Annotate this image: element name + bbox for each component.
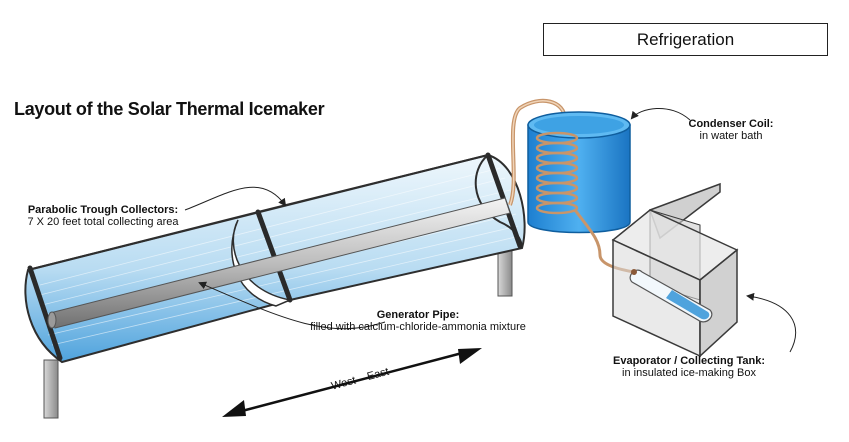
evaporator-label-detail: in insulated ice-making Box: [622, 367, 756, 379]
condenser-label-title: Condenser Coil:: [688, 118, 774, 130]
collectors-label-detail: 7 X 20 feet total collecting area: [27, 216, 179, 228]
condenser-leader: [630, 107, 691, 121]
condenser-coil: [535, 131, 579, 215]
collectors-label-title: Parabolic Trough Collectors:: [27, 204, 179, 216]
evaporator-leader: [746, 292, 797, 353]
section-label: Refrigeration: [636, 29, 735, 49]
condenser-label-detail: in water bath: [699, 130, 763, 142]
section-header-box: Refrigeration: [543, 23, 828, 56]
west-east-arrow: [222, 348, 482, 417]
generator-pipe: [47, 197, 511, 329]
collectors-leader: [184, 186, 287, 211]
trough-leg-west: [43, 359, 59, 419]
diagram-title: Layout of the Solar Thermal Icemaker: [14, 99, 325, 119]
evaporator-label: Evaporator / Collecting Tank: in insulat…: [613, 355, 765, 379]
generator-leader: [198, 281, 386, 330]
generator-label: Generator Pipe: filled with calcium-chlo…: [310, 309, 526, 333]
generator-label-detail: filled with calcium-chloride-ammonia mix…: [310, 321, 526, 333]
condenser-label: Condenser Coil: in water bath: [689, 118, 774, 142]
collectors-label: Parabolic Trough Collectors: 7 X 20 feet…: [27, 204, 178, 228]
evaporator-label-title: Evaporator / Collecting Tank:: [613, 355, 765, 367]
trough-mid-rib: [231, 219, 293, 307]
evaporator-tank: [629, 269, 713, 323]
generator-label-title: Generator Pipe:: [376, 309, 460, 321]
ice-making-box: [611, 182, 739, 358]
